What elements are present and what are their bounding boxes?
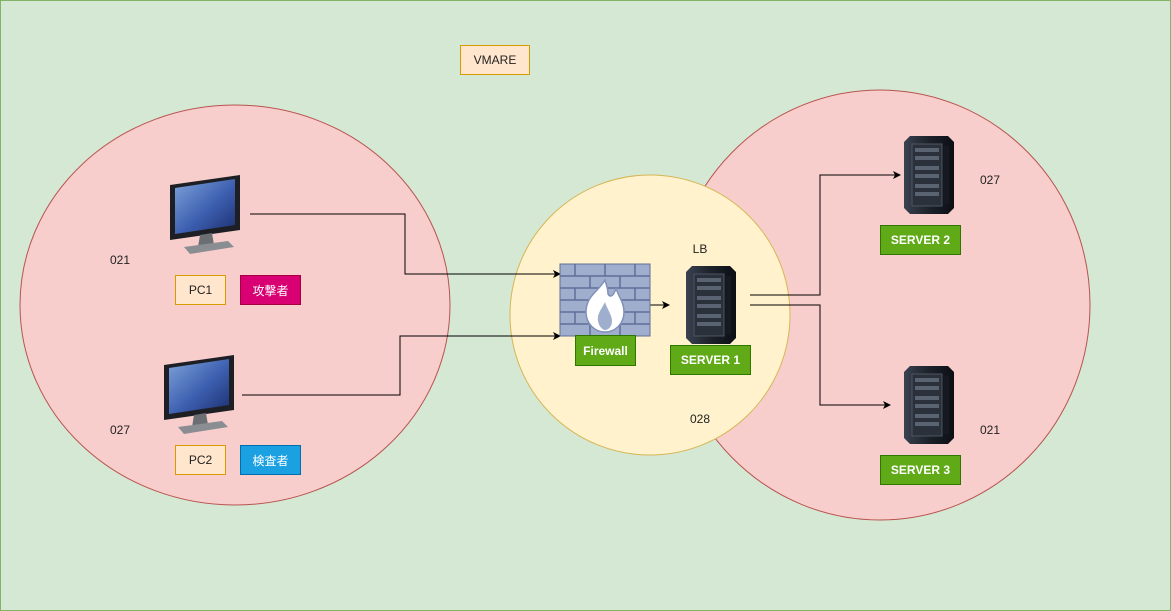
firewall-label[interactable]: Firewall (575, 335, 636, 366)
monitor-icon[interactable] (170, 175, 240, 254)
server-rack-icon[interactable] (904, 136, 954, 214)
server1-label[interactable]: SERVER 1 (670, 345, 751, 375)
pc2-label[interactable]: PC2 (175, 445, 226, 475)
server3-label[interactable]: SERVER 3 (880, 455, 961, 485)
server3-code: 021 (979, 423, 1001, 437)
monitor-icon[interactable] (164, 355, 234, 434)
edge-pc1-firewall (250, 213, 561, 278)
pc1-label[interactable]: PC1 (175, 275, 226, 305)
inspector-badge[interactable]: 検査者 (240, 445, 301, 475)
zone-left (19, 104, 451, 506)
edge-pc2-firewall (242, 332, 561, 396)
edge-lb-server2 (750, 171, 901, 296)
server-rack-icon[interactable] (904, 366, 954, 444)
firewall-icon[interactable] (559, 263, 651, 337)
lb-caption: LB (692, 242, 708, 256)
server2-label[interactable]: SERVER 2 (880, 225, 961, 255)
title-box[interactable]: VMARE (460, 45, 530, 75)
pc1-code: 021 (109, 253, 131, 267)
middle-zone-code: 028 (689, 412, 711, 426)
server-rack-icon[interactable] (686, 266, 736, 344)
attacker-badge[interactable]: 攻撃者 (240, 275, 301, 305)
pc2-code: 027 (109, 423, 131, 437)
server2-code: 027 (979, 173, 1001, 187)
edge-lb-server3 (750, 304, 891, 409)
